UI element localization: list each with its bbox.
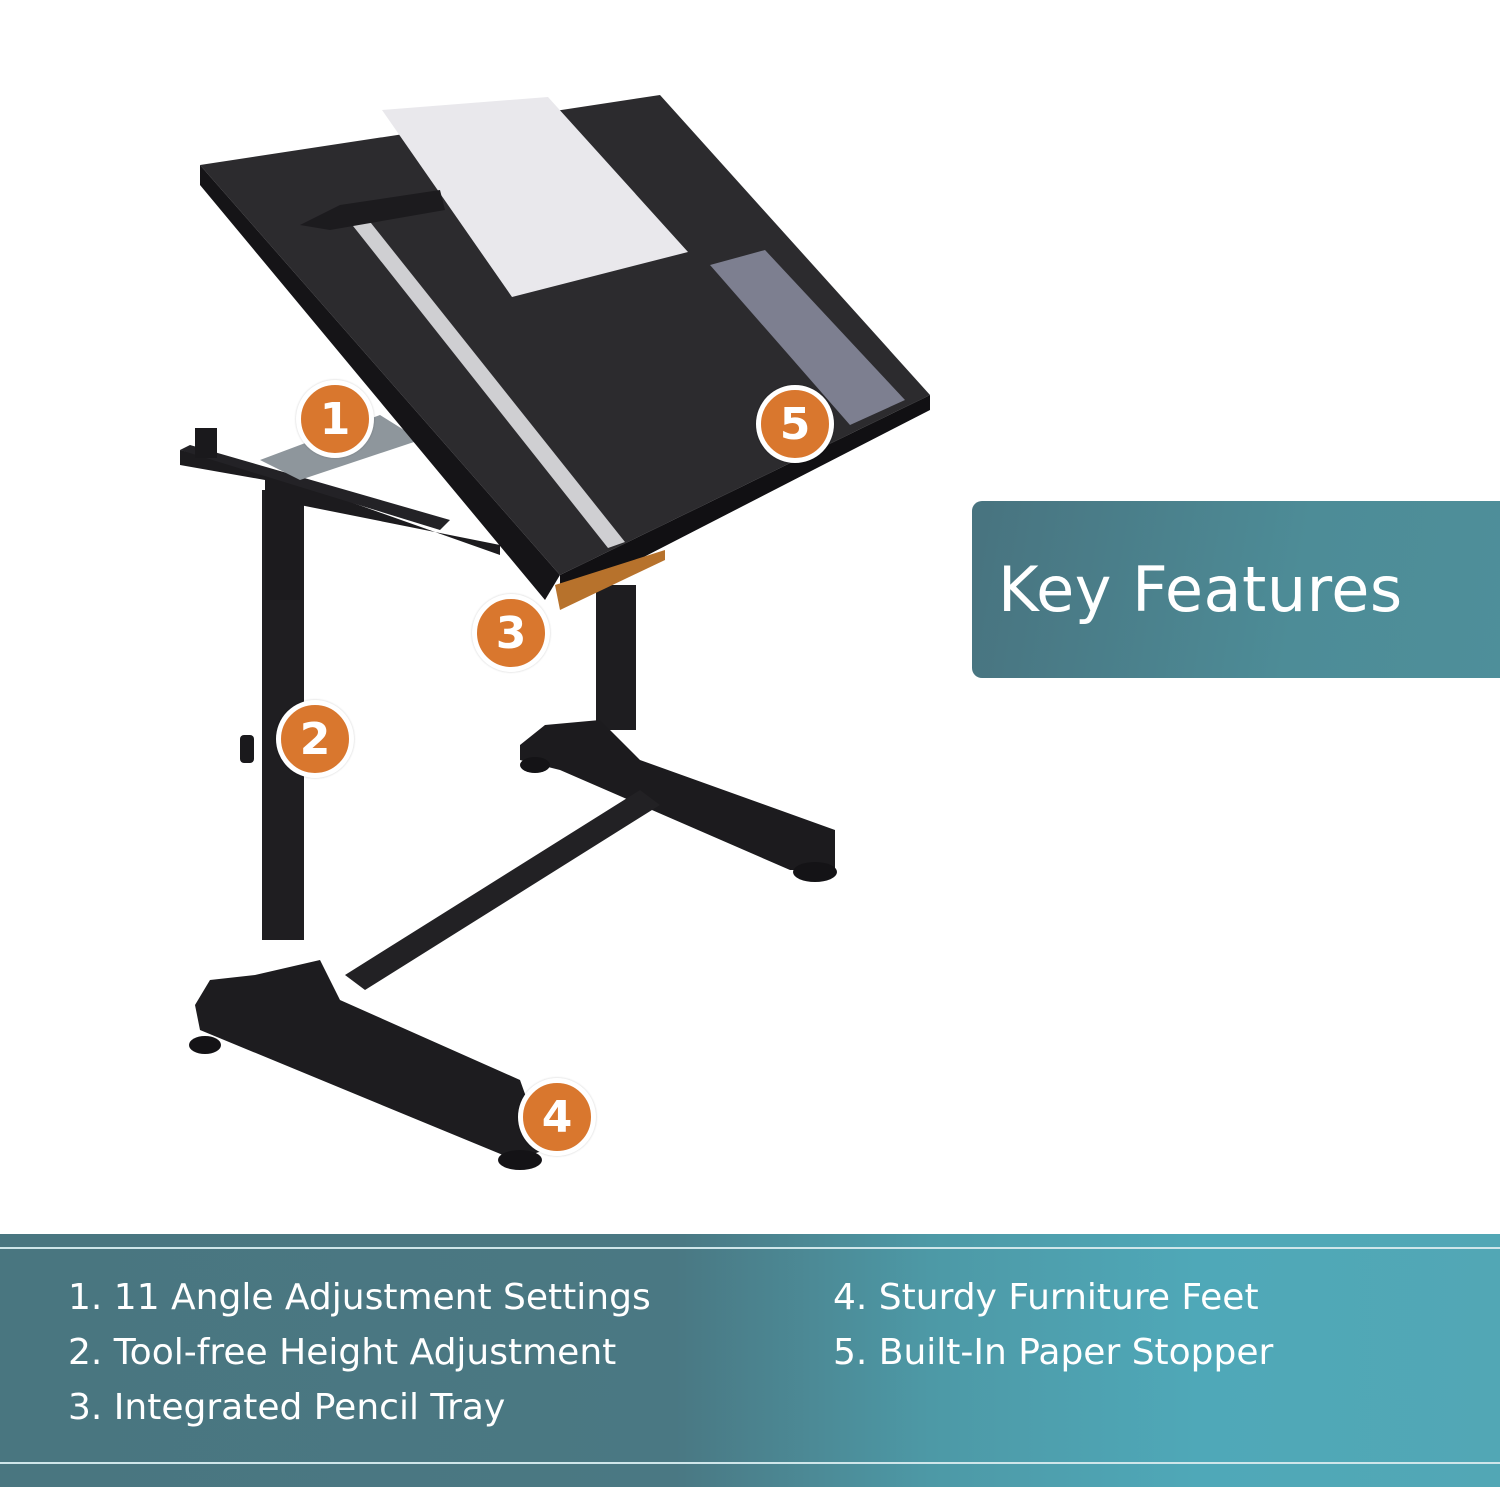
feature-marker-2[interactable]: 2 bbox=[276, 700, 354, 778]
marker-number: 1 bbox=[319, 393, 351, 445]
feature-item-2: 2. Tool-free Height Adjustment bbox=[68, 1332, 617, 1373]
banner-divider-top bbox=[0, 1247, 1500, 1249]
feature-item-3: 3. Integrated Pencil Tray bbox=[68, 1387, 506, 1428]
feature-item-5: 5. Built-In Paper Stopper bbox=[833, 1332, 1274, 1373]
banner-divider-bottom bbox=[0, 1462, 1500, 1464]
feature-marker-3[interactable]: 3 bbox=[472, 594, 550, 672]
features-banner: 1. 11 Angle Adjustment Settings 2. Tool-… bbox=[0, 1234, 1500, 1487]
feature-item-1: 1. 11 Angle Adjustment Settings bbox=[68, 1277, 651, 1318]
page-title: Key Features bbox=[998, 553, 1403, 626]
feature-marker-5[interactable]: 5 bbox=[756, 385, 834, 463]
feature-item-4: 4. Sturdy Furniture Feet bbox=[833, 1277, 1259, 1318]
feature-marker-4[interactable]: 4 bbox=[518, 1078, 596, 1156]
drafting-table-illustration bbox=[180, 95, 930, 1170]
key-features-title-box: Key Features bbox=[972, 501, 1500, 678]
marker-number: 2 bbox=[299, 713, 331, 765]
feature-marker-1[interactable]: 1 bbox=[296, 380, 374, 458]
marker-number: 3 bbox=[495, 607, 527, 659]
marker-number: 5 bbox=[779, 398, 811, 450]
marker-number: 4 bbox=[541, 1091, 573, 1143]
